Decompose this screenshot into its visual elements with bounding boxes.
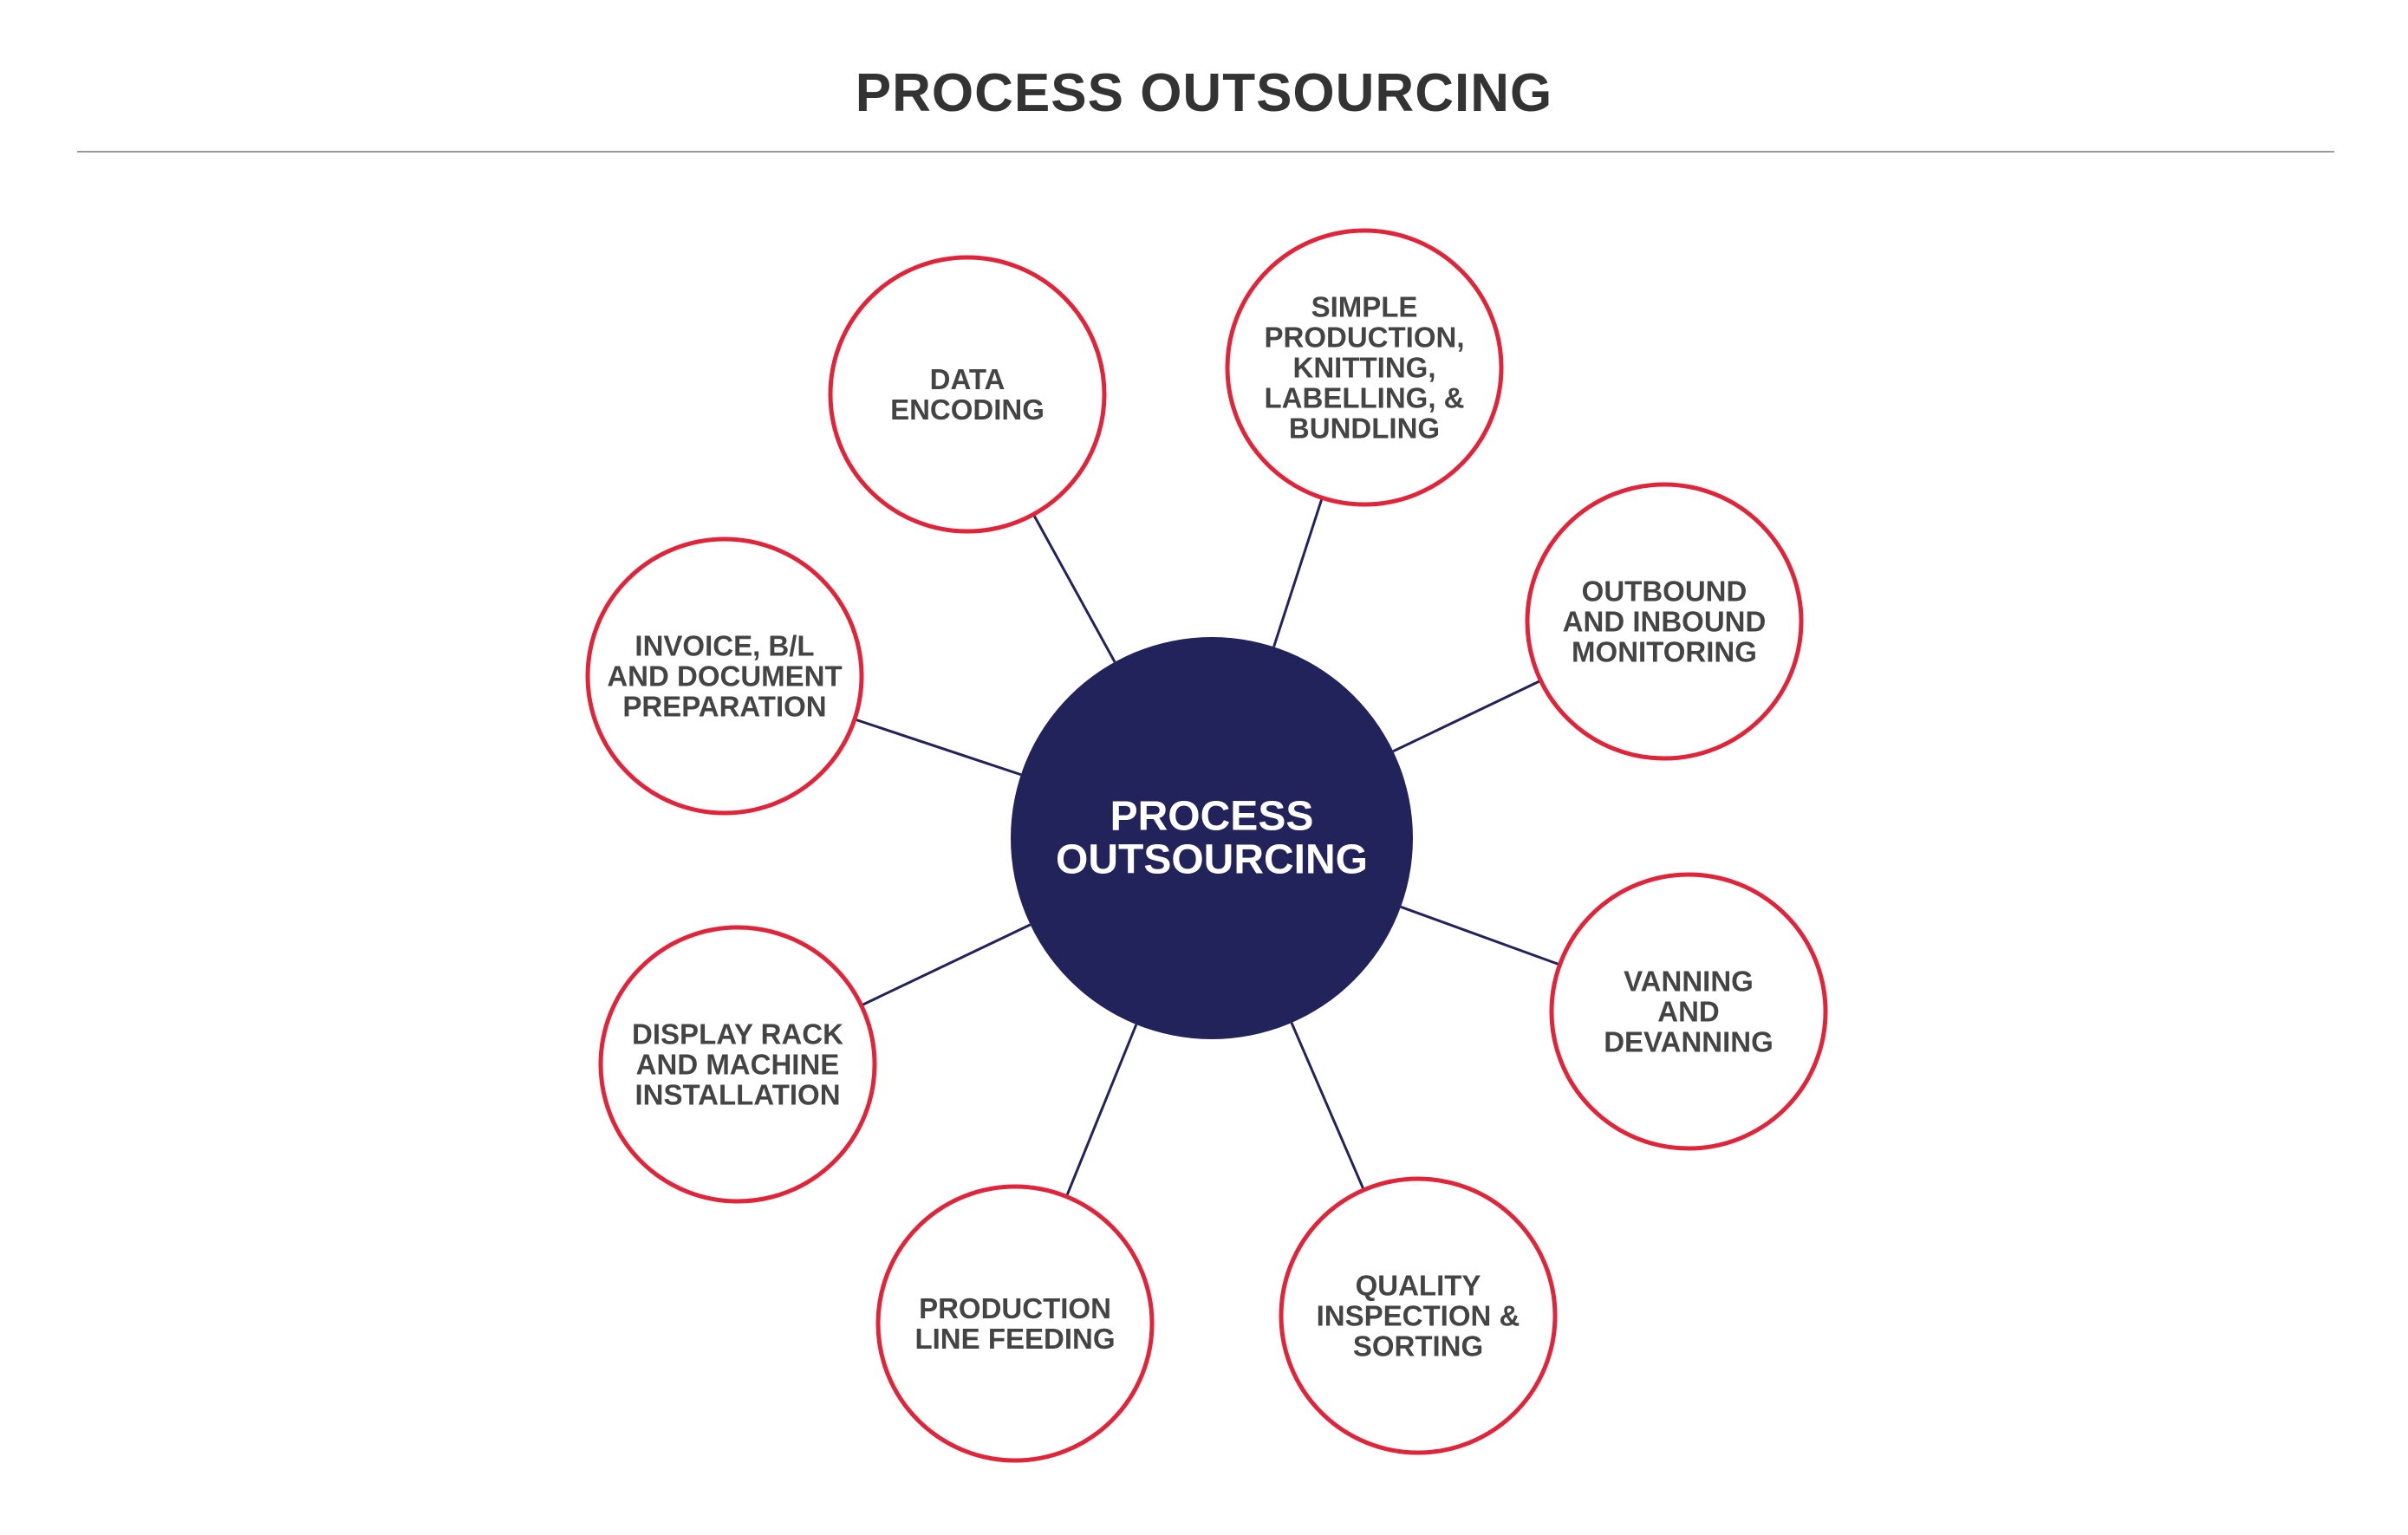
node-label-line: OUTBOUND	[1582, 576, 1747, 608]
spoke-line-simple-production	[1272, 497, 1324, 647]
node-label-line: QUALITY	[1356, 1270, 1481, 1302]
node-label-line: DEVANNING	[1604, 1026, 1773, 1058]
page-title: PROCESS OUTSOURCING	[855, 63, 1553, 123]
node-circle-display-rack-machine-installation	[598, 925, 877, 1204]
node-circle-outbound-inbound-monitoring	[1525, 482, 1804, 761]
node-label-line: LINE FEEDING	[914, 1323, 1115, 1355]
node-label-line: MONITORING	[1572, 636, 1757, 668]
node-circle-invoice-bl-document-preparation	[585, 537, 864, 816]
spoke-lines	[854, 497, 1561, 1198]
node-label-line: INSTALLATION	[635, 1079, 840, 1111]
node-label-line: SIMPLE	[1311, 291, 1418, 323]
node-label-line: PRODUCTION,	[1265, 322, 1465, 354]
node-label-line: INVOICE, B/L	[635, 630, 814, 662]
spoke-line-production-line-feeding	[1064, 1024, 1138, 1198]
node-label-line: INSPECTION &	[1317, 1300, 1520, 1332]
node-label-line: LABELLING, &	[1265, 382, 1465, 414]
node-label-line: PREPARATION	[622, 691, 826, 723]
node-label-line: KNITTING,	[1293, 352, 1436, 384]
node-circle-simple-production	[1225, 228, 1504, 507]
node-label-line: DATA	[930, 363, 1006, 395]
spoke-line-data-encoding	[1032, 513, 1116, 663]
node-label-line: ENCODING	[890, 394, 1045, 426]
node-circle-vanning-devanning	[1549, 872, 1828, 1151]
node-label-line: AND DOCUMENT	[607, 660, 842, 693]
spoke-line-display-rack-machine-installation	[860, 923, 1032, 1007]
node-label-line: SORTING	[1353, 1330, 1483, 1363]
spoke-line-invoice-bl-document-preparation	[854, 718, 1022, 777]
spoke-line-quality-inspection-sorting	[1290, 1022, 1365, 1191]
hub-label-line: OUTSOURCING	[1056, 837, 1368, 883]
node-circle-data-encoding	[828, 255, 1107, 534]
node-circle-quality-inspection-sorting	[1279, 1176, 1558, 1455]
hub-circle	[1011, 637, 1413, 1039]
node-label-line: DISPLAY RACK	[632, 1018, 843, 1050]
node-label-line: VANNING	[1624, 966, 1754, 998]
spoke-line-vanning-devanning	[1400, 905, 1561, 966]
node-circle-production-line-feeding	[875, 1184, 1155, 1463]
node-label-line: PRODUCTION	[919, 1292, 1111, 1324]
node-label-line: AND	[1657, 996, 1720, 1028]
node-label-line: BUNDLING	[1289, 413, 1440, 445]
node-label-line: AND INBOUND	[1563, 606, 1767, 638]
spoke-line-outbound-inbound-monitoring	[1392, 679, 1542, 753]
title-divider	[77, 151, 2334, 153]
node-label-line: AND MACHINE	[636, 1049, 840, 1081]
hub-label-line: PROCESS	[1110, 794, 1314, 840]
